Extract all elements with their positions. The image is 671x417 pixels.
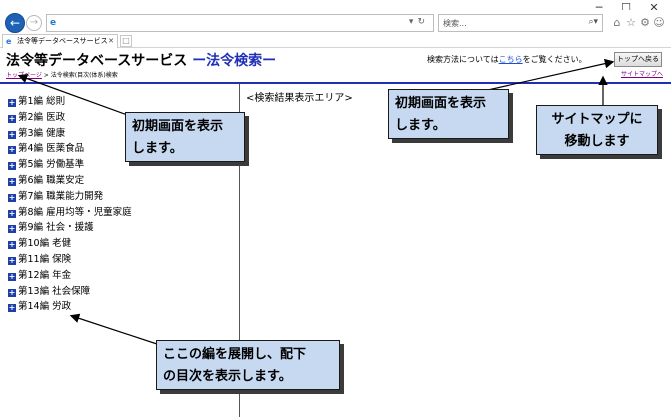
tab-title: 法令等データベースサービス [17,37,108,45]
callout-line: 初期画面を表示 [132,119,224,134]
callout-initial-screen-right: 初期画面を表示 します。 [388,89,509,139]
breadcrumb-current: 法令検索(目次(体系)検索 [50,72,118,79]
callout-sitemap: サイトマップに 移動します [536,105,658,155]
refresh-icon[interactable]: ↻ [417,17,429,27]
tree-item[interactable]: +第8編 雇用均等・児童家庭 [8,205,132,221]
close-icon[interactable]: ✕ [649,1,659,14]
tree-item-label: 第1編 総則 [18,96,66,107]
callout-initial-screen-left: 初期画面を表示 します。 [125,112,245,162]
tree-item-label: 第12編 年金 [18,269,72,281]
results-area-label: <検索結果表示エリア> [246,93,353,104]
tree-item-label: 第10編 老健 [18,238,72,250]
callout-line: 初期画面を表示 [395,96,487,111]
tree-item-label: 第6編 職業安定 [18,174,85,186]
header-divider [0,82,671,84]
dropdown-icon[interactable]: ▾ [408,17,418,27]
callout-line: ここの編を展開し、配下 [163,347,307,362]
tree-item-label: 第7編 職業能力開発 [18,190,104,202]
gear-icon[interactable]: ⚙ [640,16,650,29]
tree-item[interactable]: +第14編 労政 [8,299,132,315]
tree-item-label: 第8編 雇用均等・児童家庭 [18,206,132,218]
tree-item[interactable]: +第6編 職業安定 [8,173,132,189]
expand-plus-icon[interactable]: + [8,287,16,297]
tab-close-icon[interactable]: ✕ [108,37,114,45]
new-tab-icon[interactable]: □ [120,35,132,47]
tree-item[interactable]: +第4編 医薬食品 [8,141,132,157]
page-title-main: 法令等データベースサービス [6,53,188,69]
sitemap-link[interactable]: サイトマップへ [621,71,664,78]
arrow-to-tree [69,313,161,346]
expand-plus-icon[interactable]: + [8,113,16,123]
tree-item-label: 第14編 労政 [18,301,72,313]
tree-item-label: 第4編 医薬食品 [18,143,85,155]
favorites-star-icon[interactable]: ☆ [626,16,636,29]
callout-line: します。 [395,118,446,133]
ie-tab-icon: e [6,37,12,46]
tree-item[interactable]: +第11編 保険 [8,252,132,268]
forward-arrow-icon[interactable]: → [26,15,42,31]
smiley-icon[interactable]: ☺ [653,16,665,29]
tree-item[interactable]: +第3編 健康 [8,126,132,142]
expand-plus-icon[interactable]: + [8,145,16,155]
expand-plus-icon[interactable]: + [8,176,16,186]
breadcrumb: トップページ > 法令検索(目次(体系)検索 [6,70,118,79]
expand-plus-icon[interactable]: + [8,240,16,250]
help-prefix: 検索方法については [427,55,499,64]
expand-plus-icon[interactable]: + [8,129,16,139]
tree-item[interactable]: +第2編 医政 [8,110,132,126]
tree-item[interactable]: +第12編 年金 [8,268,132,284]
help-link[interactable]: こちら [498,55,523,64]
minimize-icon[interactable]: ─ [595,1,603,14]
search-placeholder: 検索... [443,19,467,28]
page-title-accent: ー法令検索ー [192,53,277,69]
search-input[interactable]: 検索... ⌕▾ [438,14,603,32]
expand-plus-icon[interactable]: + [8,303,16,313]
tree-item-label: 第9編 社会・援護 [18,222,94,234]
expand-plus-icon[interactable]: + [8,161,16,171]
callout-line: の目次を表示します。 [163,369,292,384]
expand-plus-icon[interactable]: + [8,208,16,218]
ie-logo-icon: e [50,18,57,28]
tree-item-label: 第13編 社会保障 [18,285,91,297]
back-arrow-icon[interactable]: ← [5,13,25,33]
expand-plus-icon[interactable]: + [8,255,16,265]
tab-active[interactable]: e 法令等データベースサービス ✕ [2,34,118,48]
breadcrumb-separator: > [41,72,51,79]
tree-item-label: 第2編 医政 [18,111,66,123]
expand-plus-icon[interactable]: + [8,192,16,202]
expand-plus-icon[interactable]: + [8,98,16,107]
expand-plus-icon[interactable]: + [8,271,16,281]
tree-item[interactable]: +第5編 労働基準 [8,157,132,173]
back-to-top-button[interactable]: トップへ戻る [614,52,662,67]
browser-tool-icons: ⌂ ☆ ⚙☺ [610,15,670,31]
tab-row: e 法令等データベースサービス ✕ □ [0,34,671,48]
chapter-tree: +第1編 総則 +第2編 医政 +第3編 健康 +第4編 医薬食品 +第5編 労… [8,94,132,315]
callout-line: サイトマップに [551,112,643,127]
tree-item-label: 第5編 労働基準 [18,159,85,171]
home-icon[interactable]: ⌂ [613,16,621,29]
tree-item-label: 第3編 健康 [18,127,66,139]
tree-item[interactable]: +第9編 社会・援護 [8,220,132,236]
tree-item-label: 第11編 保険 [18,253,72,265]
callout-expand-tree: ここの編を展開し、配下 の目次を表示します。 [156,340,340,390]
callout-line: 移動します [564,134,630,149]
address-actions[interactable]: ▾↻ [409,17,429,27]
tree-item[interactable]: +第10編 老健 [8,236,132,252]
expand-plus-icon[interactable]: + [8,224,16,234]
help-text: 検索方法についてはこちらをご覧ください。 [427,54,587,65]
tree-item[interactable]: +第7編 職業能力開発 [8,189,132,205]
search-icon[interactable]: ⌕▾ [588,17,598,27]
tree-item[interactable]: +第13編 社会保障 [8,284,132,300]
maximize-icon[interactable]: ☐ [621,1,631,14]
breadcrumb-top-link[interactable]: トップページ [6,72,42,79]
page-title: 法令等データベースサービス ー法令検索ー [6,50,276,70]
callout-line: します。 [132,141,183,156]
help-suffix: をご覧ください。 [522,55,587,64]
frame-divider[interactable] [239,84,240,417]
tree-item[interactable]: +第1編 総則 [8,94,132,110]
address-bar[interactable]: e ▾↻ [46,14,434,32]
